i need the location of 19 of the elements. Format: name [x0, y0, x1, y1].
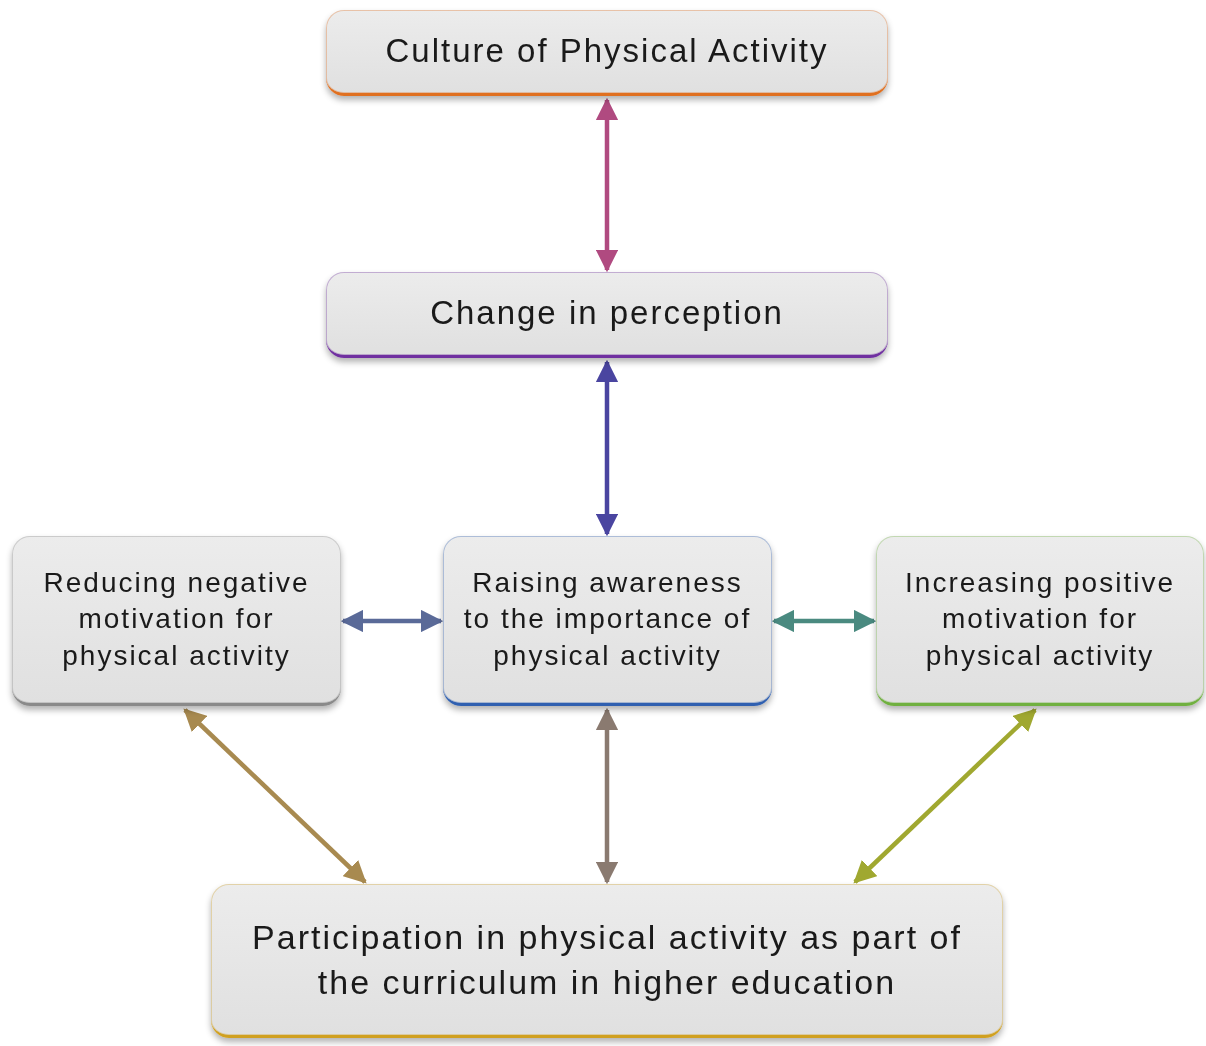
box-label: Increasing positive motivation for physical activity — [904, 565, 1176, 673]
rounded-box — [876, 536, 1204, 706]
box-label: Change in perception — [430, 293, 784, 334]
double-arrow — [853, 708, 1037, 884]
rounded-box — [326, 272, 888, 358]
box-label: Raising awareness to the importance of physical activity — [462, 565, 753, 673]
double-arrow — [771, 609, 877, 633]
box-label: Reducing negative motivation for physical activity — [42, 565, 311, 673]
rounded-box — [326, 10, 888, 96]
rounded-box — [443, 536, 772, 706]
box-label: Culture of Physical Activity — [385, 31, 829, 72]
double-arrow — [595, 707, 619, 885]
double-arrow — [595, 359, 619, 537]
double-arrow — [340, 609, 444, 633]
double-arrow — [183, 708, 367, 884]
rounded-box — [12, 536, 341, 706]
rounded-box — [211, 884, 1003, 1038]
box-label: Participation in physical activity as part of the curriculum in higher education — [251, 917, 963, 1003]
double-arrow — [595, 97, 619, 273]
